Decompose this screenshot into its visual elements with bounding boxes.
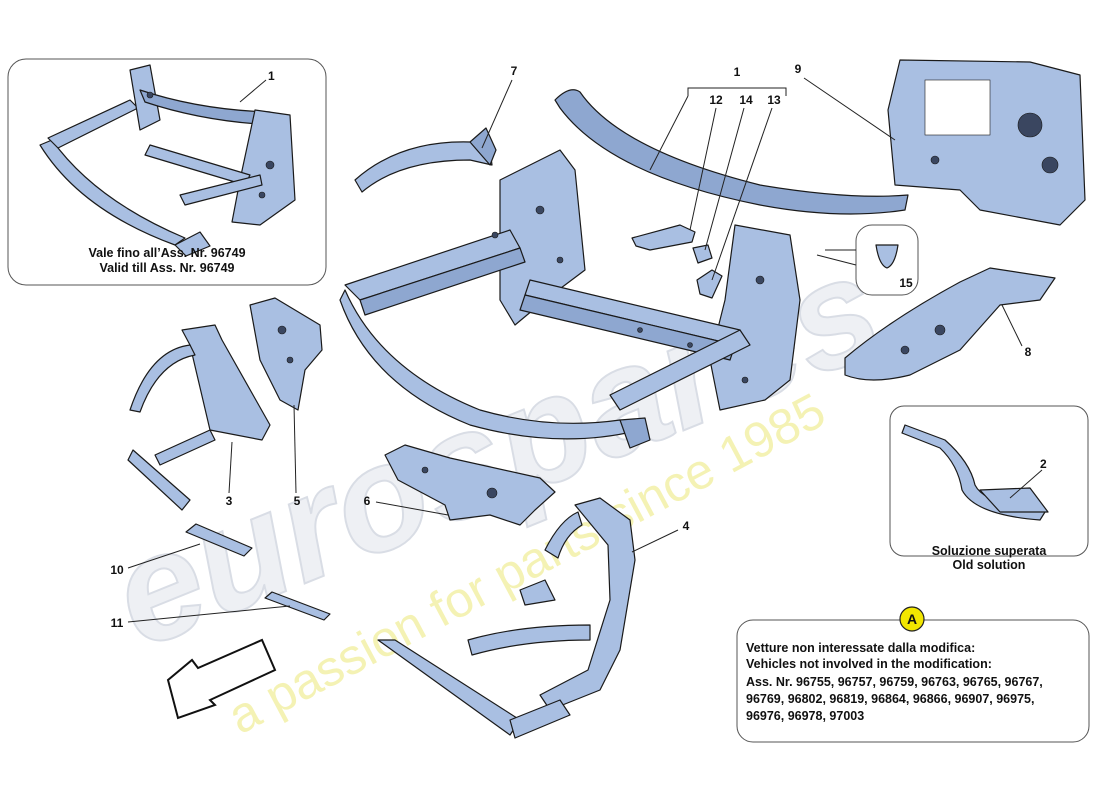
- leader-1: [649, 95, 689, 171]
- callout-11[interactable]: 11: [111, 616, 124, 630]
- callout-15[interactable]: 15: [899, 276, 913, 290]
- bracket-14[interactable]: [692, 244, 713, 264]
- leader-15a: [816, 254, 857, 266]
- main-chassis-assembly[interactable]: [339, 89, 909, 449]
- callout-3[interactable]: 3: [226, 494, 233, 508]
- old-solution-line2: Old solution: [953, 558, 1026, 572]
- part-4[interactable]: [377, 497, 636, 739]
- inset-chassis-part[interactable]: [39, 64, 296, 257]
- callout-8[interactable]: 8: [1025, 345, 1032, 359]
- leader-14: [704, 107, 745, 251]
- inset-validity-line2: Valid till Ass. Nr. 96749: [99, 261, 234, 275]
- note-a-line-5: 96976, 96978, 97003: [746, 709, 864, 723]
- leader-3: [228, 441, 233, 494]
- direction-arrow: [166, 638, 277, 720]
- part-7[interactable]: [354, 127, 497, 193]
- old-solution-line1: Soluzione superata: [932, 544, 1048, 558]
- callout-13[interactable]: 13: [767, 93, 781, 107]
- note-a-line-3: Ass. Nr. 96755, 96757, 96759, 96763, 967…: [746, 675, 1043, 689]
- part-11[interactable]: [264, 591, 331, 621]
- leader-9: [803, 77, 896, 141]
- leader-6: [375, 501, 449, 516]
- part-9[interactable]: [887, 59, 1086, 226]
- leader-2: [1009, 469, 1043, 499]
- inset-old-frame: 1 Vale fino all’Ass. Nr. 96749 Valid til…: [7, 58, 327, 286]
- leader-12: [689, 107, 717, 231]
- callout-2[interactable]: 2: [1040, 457, 1047, 471]
- part-15-detail[interactable]: [855, 224, 919, 296]
- leader-5: [293, 404, 297, 494]
- callout-5[interactable]: 5: [294, 494, 301, 508]
- leader-13: [711, 107, 773, 281]
- note-a-line-2: Vehicles not involved in the modificatio…: [746, 657, 992, 671]
- inset-validity-line1: Vale fino all’Ass. Nr. 96749: [88, 246, 245, 260]
- callout-4[interactable]: 4: [683, 519, 690, 533]
- part-6[interactable]: [384, 444, 556, 526]
- note-a-line-1: Vetture non interessate dalla modifica:: [746, 641, 975, 655]
- callout-14[interactable]: 14: [739, 93, 753, 107]
- callouts-layer: 1 12 14 13 7 9 15 8 3 5 6 4 10 11: [110, 62, 1031, 630]
- leader-7: [481, 79, 513, 149]
- note-a-badge: [899, 606, 925, 632]
- inset-callout-1[interactable]: 1: [268, 69, 275, 83]
- leader-4: [631, 529, 679, 553]
- part-10[interactable]: [185, 523, 253, 557]
- note-a-box: A Vetture non interessate dalla modifica…: [736, 606, 1090, 743]
- part-8[interactable]: [844, 267, 1056, 381]
- old-solution-frame: [889, 405, 1089, 557]
- leader-8: [1001, 304, 1023, 347]
- callout-10[interactable]: 10: [110, 563, 124, 577]
- inset-leader-1: [239, 79, 267, 103]
- part-5[interactable]: [249, 297, 323, 411]
- bracket-1-brace: [687, 87, 787, 96]
- part-2[interactable]: [901, 424, 1049, 521]
- bracket-13[interactable]: [696, 269, 723, 299]
- leader-10: [127, 543, 201, 569]
- callout-7[interactable]: 7: [511, 64, 518, 78]
- note-a-line-4: 96769, 96802, 96819, 96864, 96866, 96907…: [746, 692, 1034, 706]
- note-a-badge-label: A: [907, 611, 917, 627]
- bracket-12[interactable]: [631, 224, 696, 251]
- callout-9[interactable]: 9: [795, 62, 802, 76]
- part-3[interactable]: [127, 324, 271, 511]
- callout-12[interactable]: 12: [709, 93, 723, 107]
- callout-1[interactable]: 1: [734, 65, 741, 79]
- callout-6[interactable]: 6: [364, 494, 371, 508]
- old-solution-box: 2 Soluzione superata Old solution: [889, 405, 1089, 572]
- leader-11: [127, 605, 291, 623]
